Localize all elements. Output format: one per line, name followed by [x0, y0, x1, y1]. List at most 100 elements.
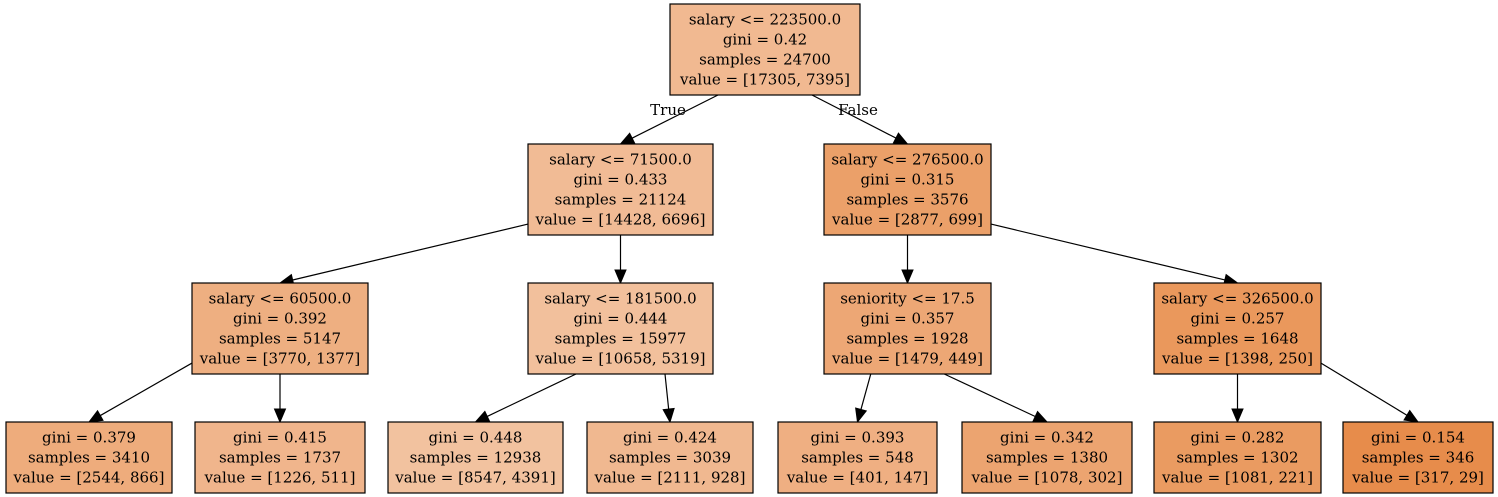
tree-node-line: value = [14428, 6696]	[535, 211, 706, 229]
tree-node-line: salary <= 60500.0	[209, 290, 352, 308]
tree-node-line: value = [3770, 1377]	[199, 350, 360, 368]
tree-node-box	[527, 143, 714, 236]
arrowhead-icon	[614, 269, 627, 285]
tree-node-line: samples = 1928	[846, 330, 968, 348]
tree-node-box	[669, 3, 861, 96]
tree-edge-n5-n12	[943, 373, 1049, 423]
tree-edge-n2-n5	[901, 235, 914, 285]
tree-node-line: gini = 0.379	[42, 429, 136, 447]
edge-line	[1320, 362, 1408, 416]
tree-node-line: samples = 1380	[986, 449, 1108, 467]
tree-node-line: salary <= 276500.0	[831, 151, 983, 169]
tree-edge-n3-n7	[87, 362, 193, 423]
tree-node-line: gini = 0.415	[233, 429, 327, 447]
tree-node-box	[527, 282, 714, 375]
tree-node-line: gini = 0.424	[623, 429, 717, 447]
tree-node-line: samples = 15977	[555, 330, 687, 348]
tree-node-box	[194, 421, 366, 494]
tree-node-n2: salary <= 276500.0 gini = 0.315 samples = …	[823, 143, 992, 236]
edge-line	[486, 373, 577, 417]
tree-edge-n0-n2: False	[811, 94, 909, 145]
edge-line	[631, 94, 719, 139]
tree-edge-n1-n4	[614, 235, 627, 285]
tree-node-n1: salary <= 71500.0 gini = 0.433 samples = 2…	[527, 143, 714, 236]
edge-line	[664, 373, 670, 410]
tree-node-line: value = [1226, 511]	[204, 469, 356, 487]
tree-node-n5: seniority <= 17.5 gini = 0.357 samples = 1…	[823, 282, 992, 375]
tree-node-line: gini = 0.257	[1191, 310, 1285, 328]
tree-node-box	[823, 282, 992, 375]
arrowhead-icon	[619, 132, 636, 145]
tree-edge-n4-n9	[474, 373, 577, 423]
tree-node-line: gini = 0.392	[233, 310, 327, 328]
tree-node-line: samples = 3576	[846, 191, 968, 209]
tree-node-box	[1153, 421, 1322, 494]
arrowhead-icon	[87, 409, 104, 423]
edge-line	[943, 373, 1036, 418]
tree-node-box	[387, 421, 564, 494]
arrowhead-icon	[901, 269, 914, 285]
tree-node-line: gini = 0.433	[574, 171, 668, 189]
tree-edge-n2-n6	[990, 223, 1239, 286]
edge-line	[860, 373, 872, 410]
tree-node-line: samples = 1302	[1176, 449, 1298, 467]
edge-line	[99, 362, 193, 417]
arrowhead-icon	[474, 410, 491, 423]
tree-node-line: samples = 3039	[609, 449, 731, 467]
tree-node-line: samples = 24700	[699, 51, 831, 69]
tree-node-line: seniority <= 17.5	[840, 290, 975, 308]
tree-node-box	[1342, 421, 1494, 494]
arrowhead-icon	[1231, 408, 1244, 424]
tree-node-box	[777, 421, 938, 494]
tree-node-n13: gini = 0.282 samples = 1302 value = [1081,…	[1153, 421, 1322, 494]
edge-line	[292, 223, 529, 281]
tree-node-line: salary <= 326500.0	[1161, 290, 1313, 308]
tree-node-line: samples = 21124	[555, 191, 687, 209]
tree-edge-n1-n3	[278, 223, 529, 286]
tree-node-line: samples = 1648	[1176, 330, 1298, 348]
tree-node-line: salary <= 223500.0	[689, 11, 841, 29]
tree-edge-n6-n13	[1231, 374, 1244, 424]
tree-node-line: gini = 0.282	[1191, 429, 1285, 447]
tree-edge-n3-n8	[273, 374, 287, 424]
tree-node-line: gini = 0.357	[861, 310, 955, 328]
tree-node-line: salary <= 71500.0	[549, 151, 692, 169]
edge-line	[811, 94, 897, 139]
tree-node-line: value = [17305, 7395]	[679, 71, 850, 89]
edge-line	[990, 223, 1225, 281]
tree-edge-n6-n14	[1320, 362, 1420, 423]
tree-node-line: samples = 3410	[28, 449, 150, 467]
tree-node-line: samples = 548	[801, 449, 914, 467]
tree-node-line: value = [1081, 221]	[1161, 469, 1313, 487]
arrowhead-icon	[892, 132, 909, 145]
tree-node-box	[5, 421, 173, 494]
arrowhead-icon	[273, 408, 287, 424]
tree-edge-n4-n10	[662, 373, 675, 424]
arrowhead-icon	[1032, 410, 1049, 423]
tree-node-line: gini = 0.444	[574, 310, 668, 328]
tree-node-line: value = [1078, 302]	[971, 469, 1123, 487]
edge-label: False	[838, 101, 878, 119]
tree-node-line: gini = 0.154	[1371, 429, 1465, 447]
tree-node-line: value = [317, 29]	[1351, 469, 1484, 487]
tree-node-line: value = [2877, 699]	[831, 211, 983, 229]
tree-node-box	[586, 421, 754, 494]
tree-node-line: value = [8547, 4391]	[394, 469, 555, 487]
tree-node-line: value = [10658, 5319]	[535, 350, 706, 368]
tree-node-line: gini = 0.315	[861, 171, 955, 189]
tree-edge-n5-n11	[855, 373, 872, 424]
tree-node-line: value = [1479, 449]	[831, 350, 983, 368]
tree-node-box	[823, 143, 992, 236]
tree-node-line: samples = 5147	[219, 330, 341, 348]
tree-edge-n0-n1: True	[619, 94, 719, 145]
